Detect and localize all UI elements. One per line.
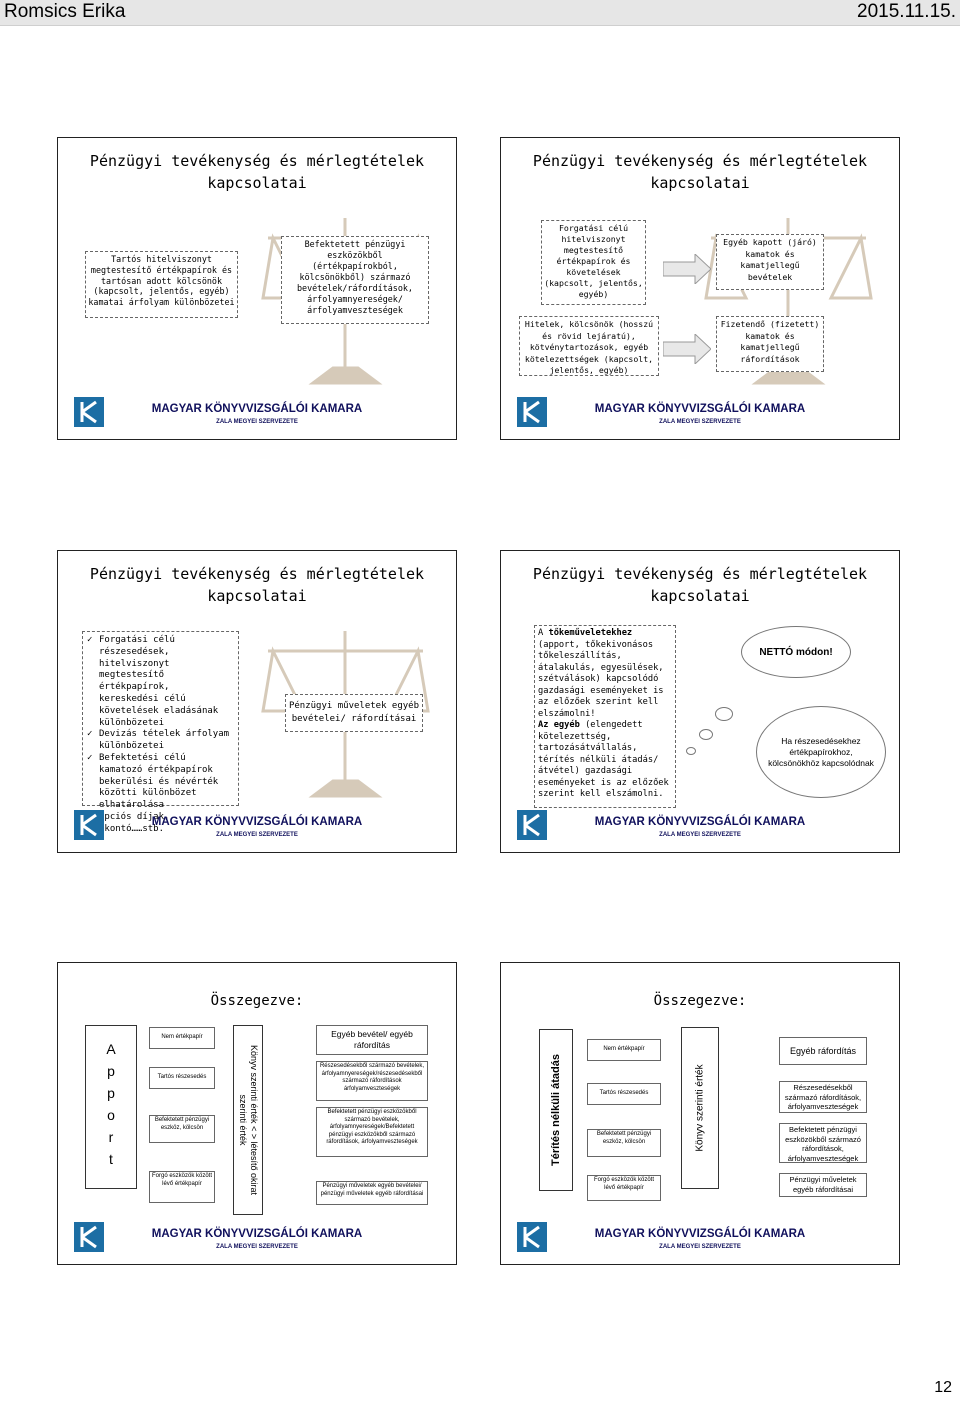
right-item: Pénzügyi műveletek egyéb bevételei/ pénz…: [316, 1181, 428, 1205]
org-name: MAGYAR KÖNYVVIZSGÁLÓI KAMARA: [151, 1228, 363, 1240]
vertical-label: Könyv szerinti érték: [694, 1064, 706, 1152]
org-name: MAGYAR KÖNYVVIZSGÁLÓI KAMARA: [151, 403, 363, 415]
item-befektetett: Befektetett pénzügyi eszköz, kölcsön: [149, 1115, 215, 1143]
bullet-item: Forgatási célú részesedések, hitelviszon…: [87, 635, 234, 729]
arrow-right-icon: [663, 334, 711, 364]
atadas-box: [539, 1029, 573, 1191]
slide-title: Pénzügyi tevékenység és mérlegtételek ka…: [532, 152, 868, 192]
slide-footer: MAGYAR KÖNYVVIZSGÁLÓI KAMARA ZALA MEGYEI…: [501, 1216, 899, 1264]
org-sub: ZALA MEGYEI SZERVEZETE: [659, 832, 741, 838]
slide-3: Pénzügyi tevékenység és mérlegtételek ka…: [57, 550, 457, 853]
logo-icon: [74, 1222, 104, 1252]
item-nem-ertekpapir: Nem értékpapír: [149, 1027, 215, 1049]
slide-footer: MAGYAR KÖNYVVIZSGÁLÓI KAMARA ZALA MEGYEI…: [58, 391, 456, 439]
item-befektetett: Befektetett pénzügyi eszköz, kölcsön: [587, 1129, 661, 1157]
org-name: MAGYAR KÖNYVVIZSGÁLÓI KAMARA: [594, 403, 806, 415]
org-sub: ZALA MEGYEI SZERVEZETE: [659, 419, 741, 425]
logo-icon: [74, 810, 104, 840]
left-vertical-label: Térítés nélküli átadás: [550, 1054, 562, 1166]
header-date: 2015.11.15.: [857, 1, 956, 22]
tokemuvelet-text: A tőkeműveletekhez (apport, tőkekivonáso…: [534, 625, 676, 808]
box-hitelek: Hitelek, kölcsönök (hosszú és rövid lejá…: [519, 316, 659, 376]
org-sub: ZALA MEGYEI SZERVEZETE: [216, 419, 298, 425]
logo-icon: [517, 1222, 547, 1252]
cloud-netto: NETTÓ módon!: [741, 626, 851, 678]
bullet-list: Forgatási célú részesedések, hitelviszon…: [82, 631, 239, 835]
page-header: Romsics Erika 2015.11.15.: [0, 0, 960, 26]
org-name: MAGYAR KÖNYVVIZSGÁLÓI KAMARA: [594, 816, 806, 828]
org-sub: ZALA MEGYEI SZERVEZETE: [659, 1244, 741, 1250]
value-box: [681, 1027, 719, 1189]
page-number: 12: [934, 1379, 952, 1396]
thought-dot: [699, 729, 713, 740]
slide-1: Pénzügyi tevékenység és mérlegtételek ka…: [57, 137, 457, 440]
slide-footer: MAGYAR KÖNYVVIZSGÁLÓI KAMARA ZALA MEGYEI…: [501, 804, 899, 852]
org-name: MAGYAR KÖNYVVIZSGÁLÓI KAMARA: [594, 1228, 806, 1240]
right-item: Részesedésekből származó bevételek, árfo…: [316, 1061, 428, 1101]
item-forgo: Forgó eszközök között lévő értékpapír: [149, 1171, 215, 1203]
thought-dot: [686, 747, 696, 755]
vertical-label: Könyv szerinti érték < > létesítő okirat…: [238, 1044, 259, 1196]
slide-title: Pénzügyi tevékenység és mérlegtételek ka…: [532, 565, 868, 605]
box-right: Befektetett pénzügyi eszközökből (értékp…: [281, 236, 429, 324]
box-forgatasi: Forgatási célú hitelviszonyt megtestesít…: [541, 220, 646, 305]
slide-4: Pénzügyi tevékenység és mérlegtételek ka…: [500, 550, 900, 853]
slide-footer: MAGYAR KÖNYVVIZSGÁLÓI KAMARA ZALA MEGYEI…: [58, 1216, 456, 1264]
item-tartos-reszesedes: Tartós részesedés: [587, 1083, 661, 1105]
slide-title: Összegezve:: [653, 993, 747, 1009]
item-nem-ertekpapir: Nem értékpapír: [587, 1039, 661, 1061]
item-forgo: Forgó eszközök között lévő értékpapír: [587, 1175, 661, 1201]
box-kapott-kamatok: Egyéb kapott (járó) kamatok és kamatjell…: [716, 234, 824, 290]
thought-dot: [715, 707, 733, 721]
slide-footer: MAGYAR KÖNYVVIZSGÁLÓI KAMARA ZALA MEGYEI…: [58, 804, 456, 852]
slide-footer: MAGYAR KÖNYVVIZSGÁLÓI KAMARA ZALA MEGYEI…: [501, 391, 899, 439]
right-head: Egyéb ráfordítás: [779, 1037, 867, 1065]
slide-5: Összegezve: A p p o r t Nem értékpapír T…: [57, 962, 457, 1265]
right-item: Pénzügyi műveletek egyéb ráfordításai: [779, 1173, 867, 1197]
right-item: Részesedésekből származó ráfordítások, á…: [779, 1081, 867, 1113]
logo-icon: [517, 397, 547, 427]
right-item: Befektetett pénzügyi eszközökből származ…: [316, 1107, 428, 1157]
cloud-reszesedes: Ha részesedésekhez értékpapírokhoz, kölc…: [756, 706, 886, 798]
org-sub: ZALA MEGYEI SZERVEZETE: [216, 1244, 298, 1250]
apport-label: A p p o r t: [106, 1041, 116, 1167]
right-item: Befektetett pénzügyi eszközökből származ…: [779, 1123, 867, 1163]
box-penzugyi-muveletek: Pénzügyi műveletek egyéb bevételei/ ráfo…: [285, 694, 423, 732]
slide-title: Pénzügyi tevékenység és mérlegtételek ka…: [89, 565, 425, 605]
value-box: [233, 1025, 263, 1215]
bullet-item: Befektetési célú kamatozó értékpapírok b…: [87, 753, 234, 812]
arrow-right-icon: [663, 254, 711, 284]
box-fizetendo-kamatok: Fizetendő (fizetett) kamatok és kamatjel…: [716, 316, 824, 372]
org-sub: ZALA MEGYEI SZERVEZETE: [216, 832, 298, 838]
slide-title: Pénzügyi tevékenység és mérlegtételek ka…: [89, 152, 425, 192]
apport-box: A p p o r t: [85, 1025, 137, 1189]
author-name: Romsics Erika: [4, 1, 126, 22]
box-left: Tartós hitelviszonyt megtestesítő értékp…: [85, 251, 238, 318]
org-name: MAGYAR KÖNYVVIZSGÁLÓI KAMARA: [151, 816, 363, 828]
item-tartos-reszesedes: Tartós részesedés: [149, 1067, 215, 1089]
right-head: Egyéb bevétel/ egyéb ráfordítás: [316, 1025, 428, 1055]
slide-2: Pénzügyi tevékenység és mérlegtételek ka…: [500, 137, 900, 440]
slide-title: Összegezve:: [210, 993, 304, 1009]
logo-icon: [74, 397, 104, 427]
bullet-item: Devizás tételek árfolyam különbözetei: [87, 729, 234, 753]
logo-icon: [517, 810, 547, 840]
slide-6: Összegezve: Térítés nélküli átadás Nem é…: [500, 962, 900, 1265]
